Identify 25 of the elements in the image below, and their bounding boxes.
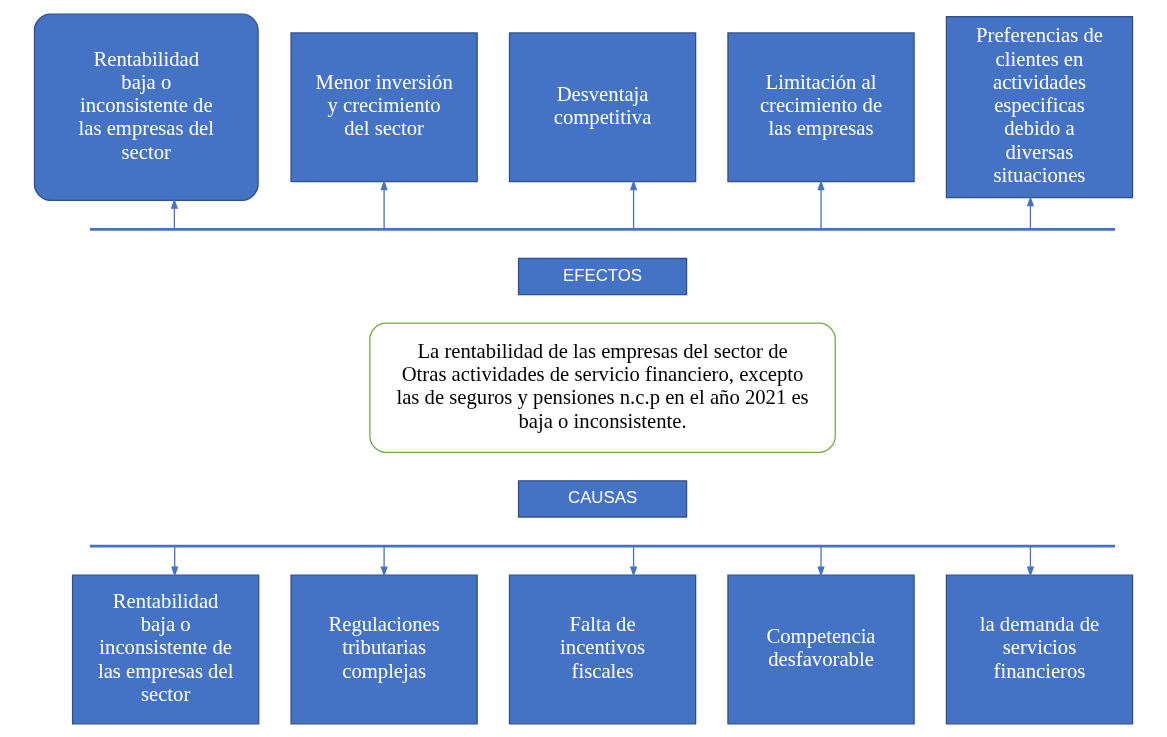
arrow xyxy=(817,545,825,577)
node-box: Limitación al crecimiento de las empresas xyxy=(727,31,915,182)
node-box: Competencia desfavorable xyxy=(727,574,915,724)
node-box: Menor inversión y crecimiento del sector xyxy=(290,31,478,182)
node-box: EFECTOS xyxy=(517,257,688,295)
node-box: Rentabilidad baja o inconsistente de las empresas del sector xyxy=(33,13,259,201)
node-box: Preferencias de clientes en actividades especificas debido a diversas situaciones xyxy=(945,15,1134,198)
node-box: la demanda de servicios financieros xyxy=(945,574,1134,724)
arrow xyxy=(817,179,825,229)
arrow xyxy=(629,179,638,229)
node-box: CAUSAS xyxy=(517,479,688,518)
arrow xyxy=(1026,195,1035,229)
node-box: Desventaja competitiva xyxy=(508,31,697,182)
arrow xyxy=(171,545,179,577)
arrow xyxy=(1026,545,1035,577)
arrow xyxy=(380,179,388,229)
arrow xyxy=(380,545,388,577)
node-bar xyxy=(90,544,1116,547)
node-box: Regulaciones tributarias complejas xyxy=(290,574,478,724)
node-box: Falta de incentivos fiscales xyxy=(508,574,697,724)
arrow xyxy=(629,545,638,577)
node-bar xyxy=(90,227,1116,231)
node-box: Rentabilidad baja o inconsistente de las empresas del sector xyxy=(71,574,260,724)
node-box: La rentabilidad de las empresas del sector de Otras actividades de servicio financiero, excepto las de seguros y pensiones n.c.p en el año 2021 es baja o inconsistente. xyxy=(369,321,836,453)
arrow xyxy=(170,198,178,229)
